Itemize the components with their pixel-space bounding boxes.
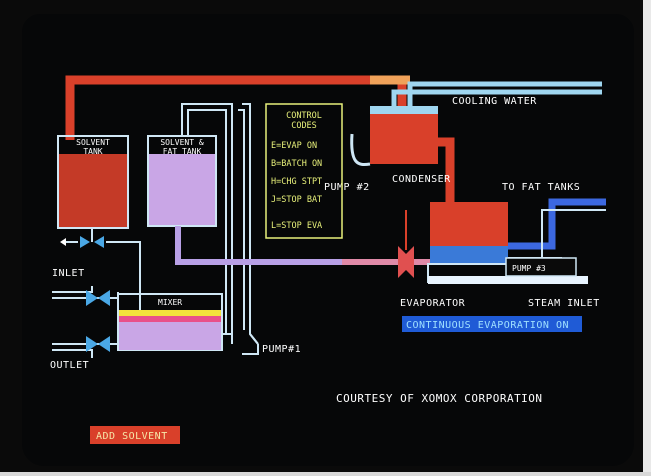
cooling-water-pipe [391, 81, 602, 112]
evaporator [427, 198, 606, 284]
solvent-fat-tank: SOLVENT & FAT TANK [147, 135, 217, 227]
condenser-label: CONDENSER [392, 174, 451, 185]
control-codes-title1: CONTROL [286, 111, 322, 121]
mixer: MIXER [117, 293, 232, 351]
pump3-label: PUMP #3 [512, 264, 546, 273]
inlet-label: INLET [52, 268, 85, 279]
photo-edge-bottom [0, 472, 651, 476]
tank-outlet-valve[interactable] [60, 228, 141, 335]
control-code-item[interactable]: H=CHG STPT [271, 177, 322, 187]
outlet-valve-icon[interactable] [86, 336, 110, 352]
outlet-label: OUTLET [50, 360, 89, 371]
condenser [350, 106, 438, 167]
evaporator-label: EVAPORATOR [400, 298, 466, 309]
fat-tank-label-line1: SOLVENT & [160, 138, 204, 147]
status-banner: CONTINUOUS EVAPORATION ON [406, 320, 569, 331]
control-codes-panel: CONTROL CODES E=EVAP ON B=BATCH ON H=CHG… [265, 103, 343, 239]
feed-pipe [175, 226, 432, 265]
pump1: PUMP#1 [249, 333, 301, 355]
to-fat-tanks-label: TO FAT TANKS [502, 182, 580, 193]
valve-icon[interactable] [398, 210, 414, 278]
pump2-label: PUMP #2 [324, 182, 370, 193]
add-solvent-button[interactable]: ADD SOLVENT [90, 426, 180, 444]
solvent-tank: SOLVENT TANK [57, 135, 129, 229]
control-code-item[interactable]: L=STOP EVA [271, 221, 322, 231]
process-diagram: COOLING WATER PUMP #2 CONDENSER SOLVENT … [50, 75, 606, 444]
control-codes-title2: CODES [291, 121, 317, 131]
inlet-valve-icon[interactable] [86, 290, 110, 306]
status-banner-bg [402, 316, 582, 332]
control-code-item[interactable]: B=BATCH ON [271, 159, 322, 169]
steam-inlet-label: STEAM INLET [528, 298, 600, 309]
fat-tank-label-line2: FAT TANK [163, 147, 202, 156]
add-solvent-label: ADD SOLVENT [96, 431, 168, 442]
pump3: PUMP #3 [505, 257, 577, 277]
courtesy-text: COURTESY OF XOMOX CORPORATION [336, 392, 543, 405]
control-code-item[interactable]: J=STOP BAT [271, 195, 322, 205]
solvent-tank-label-line1: SOLVENT [76, 138, 110, 147]
mixer-label: MIXER [158, 298, 182, 307]
photo-edge [643, 0, 651, 476]
cooling-water-label: COOLING WATER [452, 96, 537, 107]
control-code-item[interactable]: E=EVAP ON [271, 141, 317, 151]
pump1-label: PUMP#1 [262, 344, 301, 355]
crt-screen: COOLING WATER PUMP #2 CONDENSER SOLVENT … [22, 14, 634, 466]
solvent-tank-label-line2: TANK [83, 147, 102, 156]
